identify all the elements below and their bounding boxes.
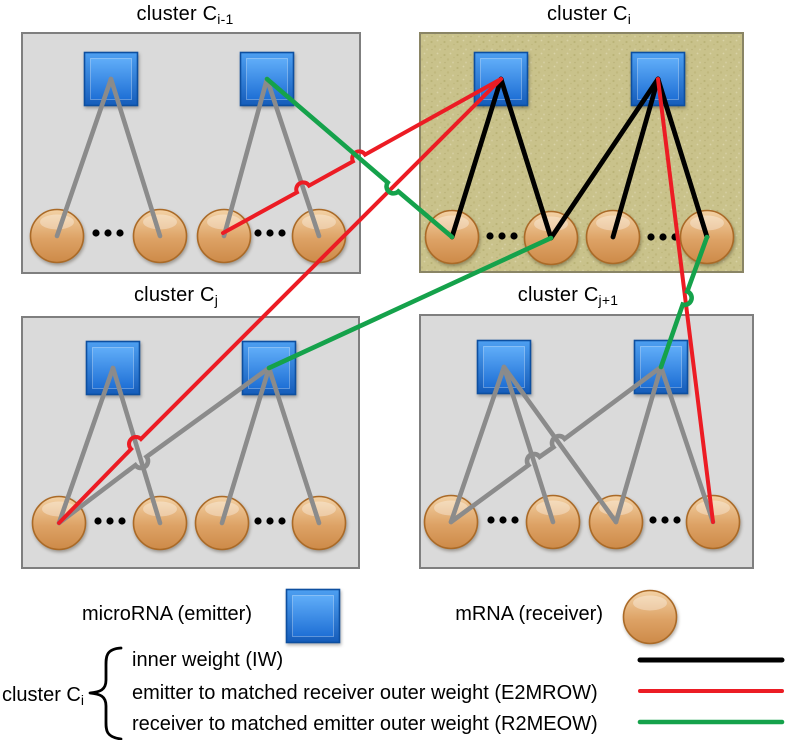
cluster-title-base: cluster C: [133, 284, 215, 306]
intra-cluster-edge: [221, 76, 270, 239]
intra-cluster-edge: [264, 76, 322, 239]
intra-cluster-edge: [501, 364, 619, 525]
intra-cluster-edge: [658, 364, 716, 525]
ellipsis-dots: [254, 517, 286, 525]
r2meow-edge: [264, 76, 455, 240]
cluster-title-i-minus-1: cluster Ci-1: [137, 2, 234, 31]
r2meow-edge: [266, 235, 554, 371]
ellipsis-dots: [94, 517, 126, 525]
cluster-title-subscript: j: [214, 292, 219, 308]
intra-cluster-edge: [448, 364, 664, 525]
cluster-title-subscript: j+1: [598, 292, 619, 308]
emitter-node: [85, 340, 141, 396]
legend-emitter-swatch: [285, 588, 341, 644]
legend-row-r2meow: receiver to matched emitter outer weight…: [132, 713, 598, 735]
receiver-node: [196, 208, 252, 264]
emitter-node: [633, 339, 689, 395]
legend-cluster-label-subscript: i: [80, 692, 84, 708]
ellipsis-dots: [486, 232, 518, 240]
ellipsis-dots: [92, 229, 124, 237]
cluster-title-subscript: i-1: [217, 11, 234, 27]
intra-cluster-edge: [266, 365, 322, 526]
ellipsis-dots: [254, 229, 286, 237]
cluster-title-j-plus-1: cluster Cj+1: [518, 283, 618, 312]
intra-cluster-edge: [613, 364, 664, 525]
emitter-node: [473, 51, 529, 107]
e2mrow-edge: [57, 77, 503, 525]
ellipsis-dots: [647, 233, 679, 241]
legend-receiver-swatch: [622, 589, 678, 645]
ellipsis-dots: [487, 516, 519, 524]
legend-cluster-label: cluster Ci: [0, 683, 84, 712]
cluster-title-base: cluster C: [517, 284, 599, 306]
cluster-title-subscript: i: [627, 11, 632, 27]
cluster-title-i: cluster Ci: [547, 2, 631, 31]
inner-weight-edge: [548, 76, 661, 241]
intra-cluster-edge: [56, 365, 116, 526]
intra-cluster-edge: [54, 76, 114, 239]
intra-cluster-edge: [501, 364, 556, 525]
inner-weight-edge: [498, 76, 554, 241]
legend-row-inner-weight: inner weight (IW): [132, 649, 284, 671]
cluster-title-base: cluster C: [136, 3, 218, 25]
intra-cluster-edge: [56, 365, 272, 526]
e2mrow-edge: [656, 77, 715, 524]
intra-cluster-edge: [219, 365, 272, 526]
r2meow-edge: [658, 234, 710, 370]
legend-microrna-label: microRNA (emitter): [81, 603, 252, 625]
emitter-node: [241, 340, 297, 396]
intra-cluster-edge: [448, 364, 507, 525]
intra-cluster-edge: [110, 365, 163, 526]
cluster-title-base: cluster C: [546, 3, 628, 25]
inner-weight-edge: [655, 76, 710, 240]
inner-weight-edge: [449, 76, 504, 240]
inner-weight-edge: [610, 76, 661, 240]
legend-cluster-label-base: cluster C: [1, 684, 81, 706]
intra-cluster-edge: [108, 76, 163, 239]
cluster-brace: [88, 646, 123, 740]
ellipsis-dots: [649, 516, 681, 524]
legend-mrna-label: mRNA (receiver): [455, 603, 603, 625]
cluster-title-j: cluster Cj: [134, 283, 218, 312]
legend-row-e2mrow: emitter to matched receiver outer weight…: [132, 682, 598, 704]
e2mrow-edge: [221, 77, 503, 235]
